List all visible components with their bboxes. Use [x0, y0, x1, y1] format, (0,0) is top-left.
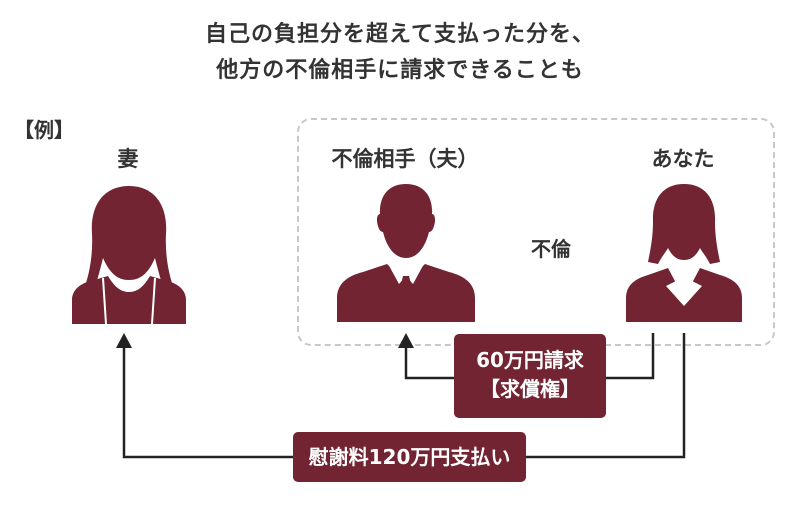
affair-partner-silhouette-icon	[337, 184, 475, 322]
example-label: 【例】	[14, 118, 74, 142]
you-label: あなた	[651, 147, 715, 171]
wife-label: 妻	[117, 147, 139, 171]
title-line-1: 自己の負担分を超えて支払った分を、	[205, 22, 595, 47]
you-silhouette-icon	[626, 184, 742, 322]
wife-silhouette-icon	[72, 186, 186, 324]
title-line-2: 他方の不倫相手に請求できることも	[216, 58, 584, 83]
affair-partner-label: 不倫相手（夫）	[331, 147, 479, 171]
affair-label: 不倫	[531, 237, 571, 261]
payment-arrowhead	[116, 333, 132, 348]
claim-line-2: 【求償権】	[480, 377, 580, 401]
claim-tag: 60万円請求 【求償権】	[454, 334, 606, 418]
claim-arrowhead	[398, 333, 414, 348]
payment-tag: 慰謝料120万円支払い	[293, 432, 526, 482]
claim-line-1: 60万円請求	[476, 348, 584, 372]
